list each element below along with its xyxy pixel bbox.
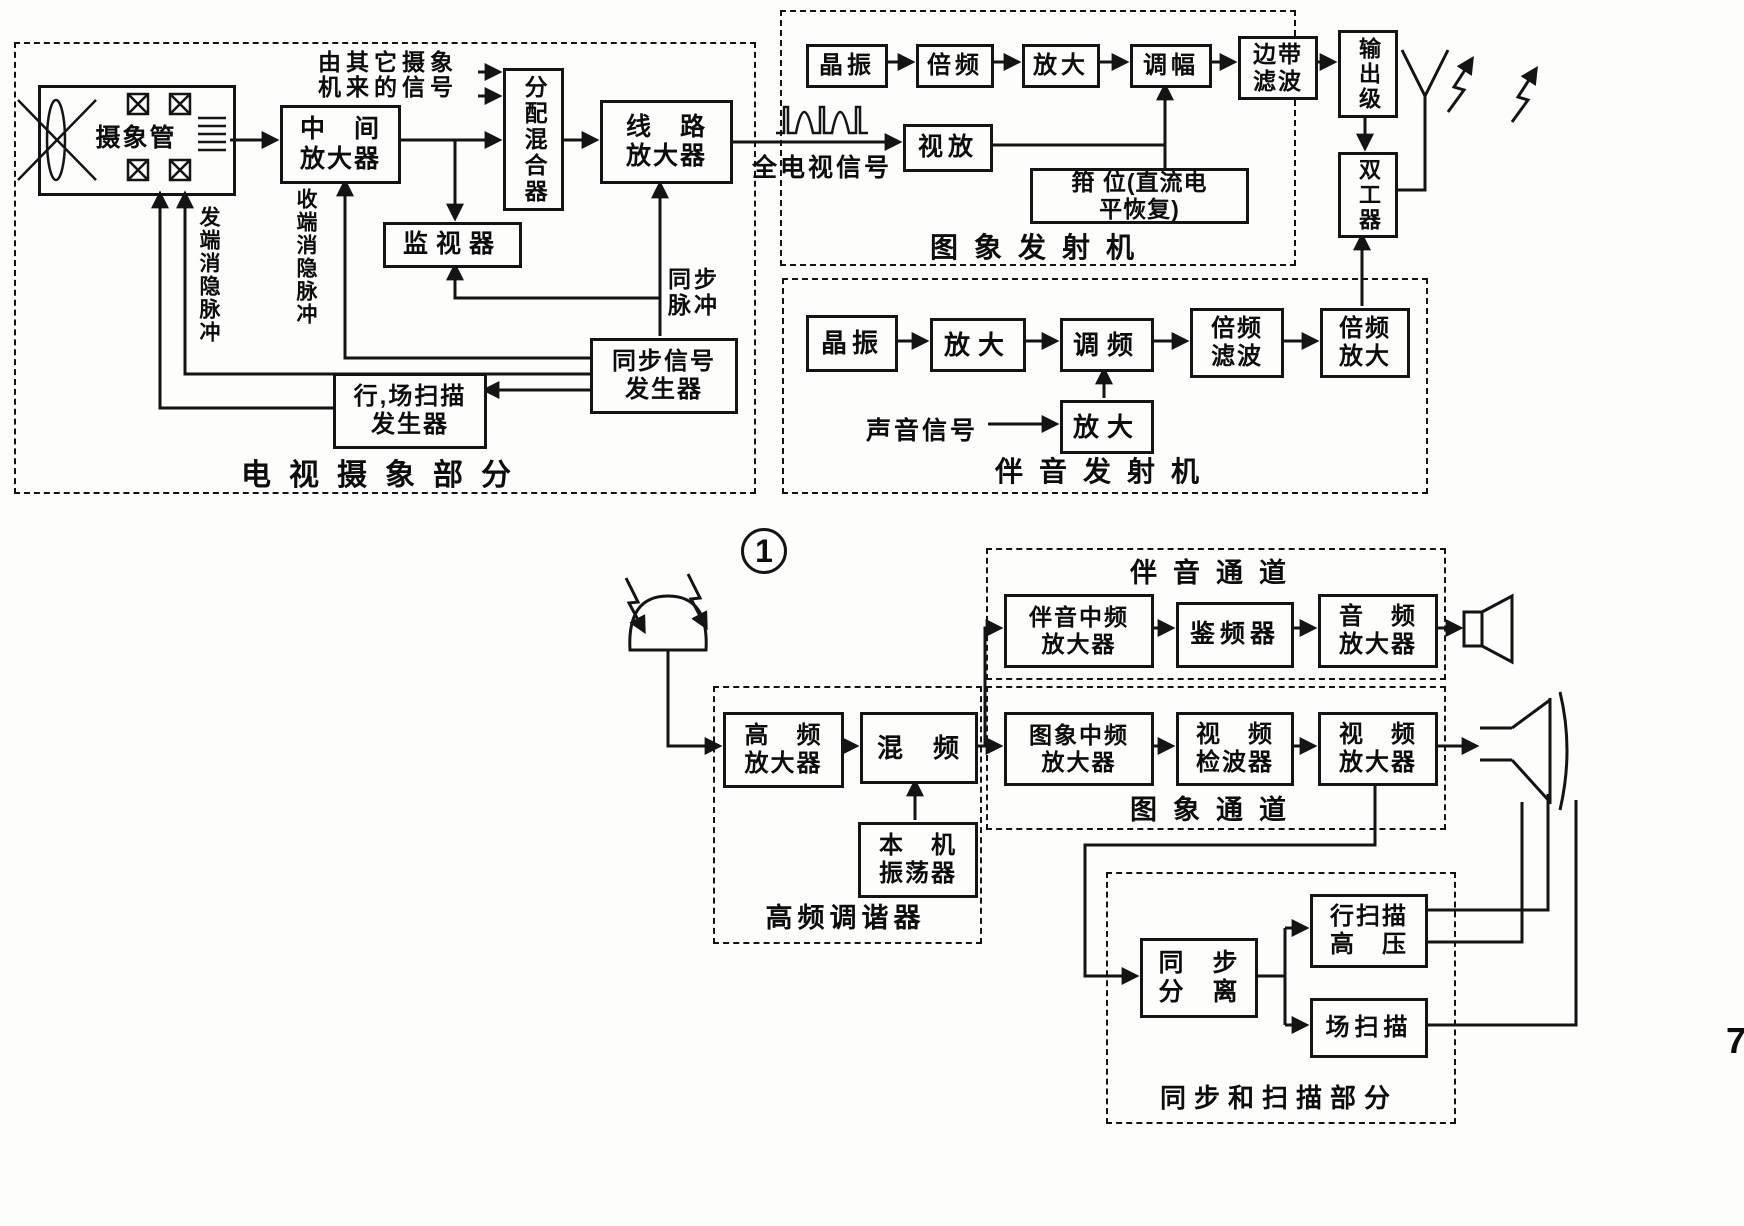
- fm-modulator-box: 调频: [1060, 318, 1154, 372]
- frequency-multiplier-box: 倍频: [916, 44, 994, 88]
- section-picture-transmitter-frame: [780, 10, 1296, 266]
- crystal-oscillator-2-box: 晶振: [806, 315, 898, 372]
- intermediate-amplifier-box: 中 间 放大器: [280, 105, 401, 184]
- section-tuner-label: 高频调谐器: [765, 903, 926, 933]
- camera-tube-internals: [126, 92, 226, 182]
- section-picture-channel-label: 图象通道: [1130, 795, 1302, 825]
- section-camera-label: 电视摄象部分: [241, 459, 529, 492]
- sync-signal-generator-box: 同步信号 发生器: [590, 338, 738, 414]
- line-amplifier-box: 线 路 放大器: [600, 100, 733, 184]
- amplifier-2-box: 放大: [930, 318, 1026, 372]
- section-camera-frame: [14, 42, 756, 494]
- sync-separator-box: 同 步 分 离: [1140, 938, 1258, 1018]
- figure-number-marker: 1: [741, 528, 787, 574]
- discriminator-box: 鉴频器: [1176, 602, 1294, 668]
- output-stage-box: 输出级: [1338, 30, 1398, 118]
- distribution-mixer-box: 分配混合器: [503, 68, 564, 211]
- local-oscillator-box: 本 机 振荡器: [858, 822, 978, 898]
- crystal-oscillator-box: 晶振: [806, 44, 888, 88]
- speaker-icon: [1462, 593, 1514, 665]
- section-sound-transmitter-label: 伴音发射机: [994, 456, 1215, 487]
- lightning-bolts-rx-icon: [624, 573, 708, 635]
- clamp-dc-restore-box: 箝 位(直流电 平恢复): [1030, 168, 1249, 224]
- video-detector-box: 视 频 检波器: [1176, 712, 1294, 786]
- video-waveform-icon: [776, 105, 868, 135]
- crt-icon: [1480, 691, 1569, 811]
- duplexer-box: 双工器: [1338, 152, 1398, 238]
- multiplier-filter-box: 倍频 滤波: [1190, 308, 1284, 378]
- video-amplifier-rx-box: 视 频 放大器: [1318, 712, 1438, 786]
- section-sync-scan-frame: [1106, 872, 1456, 1124]
- other-camera-signal-label: 由其它摄象 机来的信号: [318, 49, 458, 101]
- section-sound-transmitter-frame: [782, 278, 1428, 494]
- connector-lines: [151, 53, 1578, 1034]
- video-amplifier-tx-box: 视放: [903, 124, 993, 172]
- send-blanking-pulse-label: 发端消隐脉冲: [197, 206, 220, 344]
- vertical-scan-box: 场扫描: [1310, 998, 1428, 1058]
- sound-if-amplifier-box: 伴音中频 放大器: [1004, 594, 1154, 668]
- section-tuner-frame: [713, 686, 982, 944]
- audio-signal-label: 声音信号: [866, 417, 979, 445]
- section-picture-channel-frame: [986, 686, 1446, 830]
- mixer-box: 混 频: [860, 712, 978, 784]
- camera-lens-icon: [17, 98, 97, 182]
- camera-tube-label: 摄象管: [95, 124, 177, 152]
- picture-if-amplifier-box: 图象中频 放大器: [1004, 712, 1154, 786]
- page-number-fragment: 7: [1726, 1020, 1744, 1061]
- amplifier-box: 放大: [1022, 44, 1100, 88]
- am-modulator-box: 调幅: [1130, 44, 1212, 88]
- horizontal-scan-hv-box: 行扫描 高 压: [1310, 894, 1428, 968]
- receive-blanking-pulse-label: 收端消隐脉冲: [294, 188, 317, 326]
- full-tv-signal-label: 全电视信号: [752, 154, 893, 182]
- section-sound-channel-frame: [986, 548, 1446, 680]
- lightning-bolts-tx-icon: [1446, 55, 1538, 123]
- section-sync-scan-label: 同步和扫描部分: [1159, 1083, 1398, 1113]
- multiplier-amplifier-box: 倍频 放大: [1320, 308, 1410, 378]
- camera-tube-box: [38, 85, 236, 196]
- audio-amplifier-tx-box: 放大: [1060, 400, 1154, 454]
- sync-pulse-label: 同步 脉冲: [668, 266, 720, 319]
- audio-frequency-amplifier-box: 音 频 放大器: [1318, 594, 1438, 668]
- sideband-filter-box: 边带 滤波: [1238, 36, 1318, 100]
- rf-amplifier-box: 高 频 放大器: [723, 712, 844, 788]
- transmit-antenna-icon: [1400, 49, 1450, 97]
- monitor-box: 监视器: [383, 222, 522, 268]
- scan-generator-box: 行,场扫描 发生器: [333, 373, 487, 449]
- section-sound-channel-label: 伴音通道: [1130, 558, 1302, 588]
- section-picture-transmitter-label: 图象发射机: [929, 232, 1150, 263]
